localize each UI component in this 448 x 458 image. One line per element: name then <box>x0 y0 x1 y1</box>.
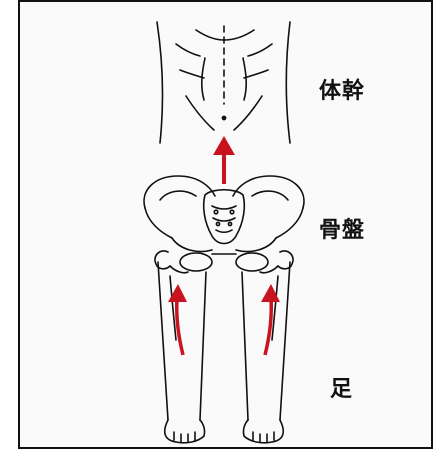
torso-label: 体幹 <box>319 73 365 105</box>
torso-icon <box>157 22 290 143</box>
feet-label: 足 <box>330 371 353 403</box>
up-arrow-icon <box>213 136 235 184</box>
pelvis-label: 骨盤 <box>319 212 365 244</box>
pelvis-icon <box>144 176 304 273</box>
